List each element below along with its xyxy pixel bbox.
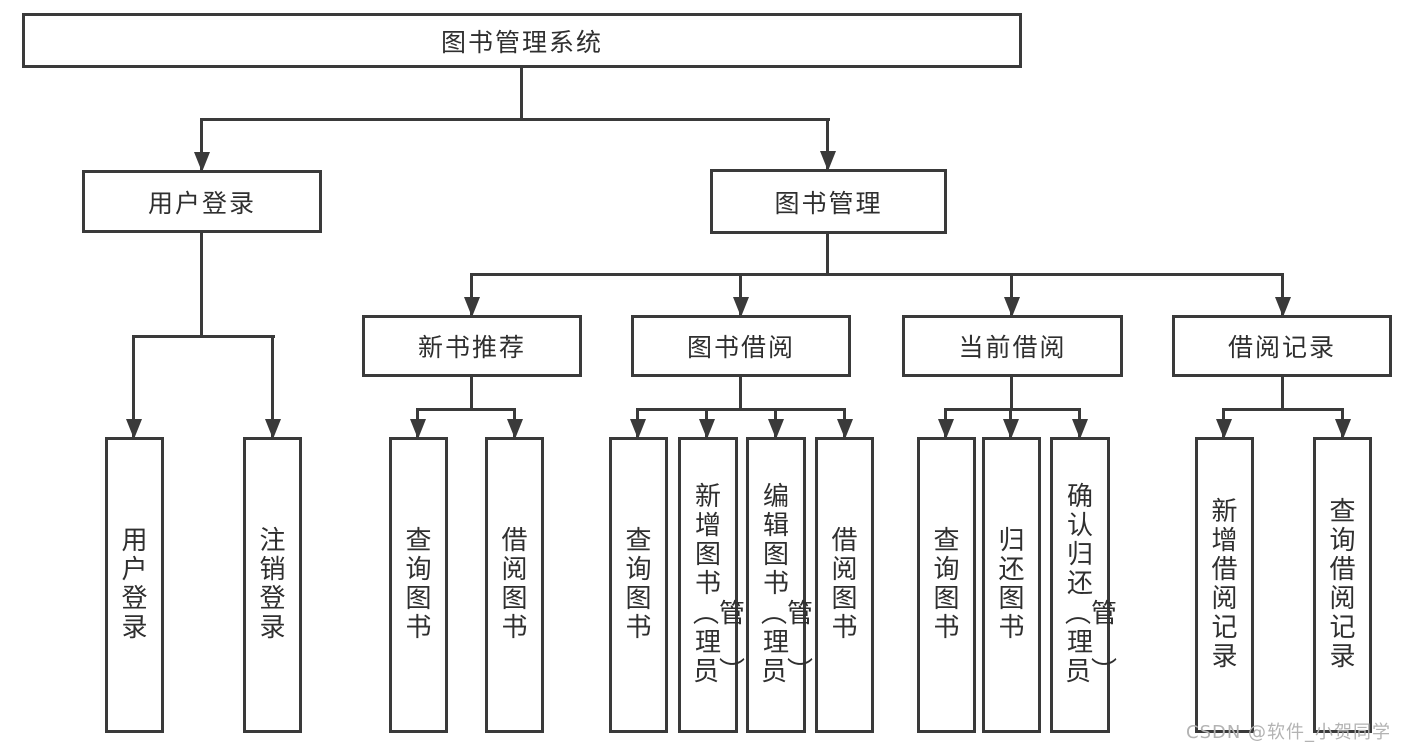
leaf-borrow-books-1: 借阅图书 (485, 437, 544, 733)
connector-arrow-confirm-return (1078, 408, 1081, 437)
leaf-add-borrow-record: 新增借阅记录 (1195, 437, 1254, 733)
connector-arrow-query-books-3 (944, 408, 947, 437)
connector-arrow-leaf-logout (271, 335, 274, 437)
node-user-login-label: 用户登录 (147, 188, 256, 218)
leaf-edit-book-label: 编辑图书︵管理员︶ (761, 482, 814, 687)
leaf-query-books-1: 查询图书 (389, 437, 448, 733)
node-new-books: 新书推荐 (362, 315, 582, 377)
leaf-confirm-return: 确认归还︵管理员︶ (1050, 437, 1118, 733)
node-borrow-history: 借阅记录 (1172, 315, 1392, 377)
leaf-query-books-2-label: 查询图书 (625, 525, 652, 644)
leaf-return-book: 归还图书 (982, 437, 1041, 733)
connector-user-login-branch (132, 335, 275, 338)
connector-root-branch (200, 118, 830, 121)
leaf-query-borrow-record-label: 查询借阅记录 (1329, 496, 1356, 673)
leaf-logout: 注销登录 (243, 437, 302, 733)
connector-arrow-return-book (1009, 408, 1012, 437)
leaf-add-book: 新增图书︵管理员︶ (678, 437, 746, 733)
leaf-edit-book: 编辑图书︵管理员︶ (746, 437, 814, 733)
connector-arrow-query-books-2 (636, 408, 639, 437)
connector-arrow-book-borrow (739, 273, 742, 315)
connector-new-books-stem (470, 377, 473, 408)
leaf-borrow-books-2-label: 借阅图书 (831, 525, 858, 644)
node-book-mgmt: 图书管理 (710, 169, 947, 234)
connector-current-borrow-branch (944, 408, 1081, 411)
connector-book-mgmt-branch (470, 273, 1284, 276)
connector-arrow-borrow-books-2 (843, 408, 846, 437)
connector-arrow-leaf-user-login (132, 335, 135, 437)
node-current-borrow-label: 当前借阅 (958, 333, 1067, 362)
connector-book-borrow-branch (636, 408, 846, 411)
node-root: 图书管理系统 (22, 13, 1022, 68)
connector-current-borrow-stem (1010, 377, 1013, 408)
connector-arrow-new-books (470, 273, 473, 315)
connector-arrow-query-borrow-record (1341, 408, 1344, 437)
leaf-user-login-label: 用户登录 (121, 525, 148, 644)
connector-arrow-add-book (705, 408, 708, 437)
node-borrow-history-label: 借阅记录 (1227, 333, 1336, 362)
leaf-user-login: 用户登录 (105, 437, 164, 733)
leaf-borrow-books-1-label: 借阅图书 (501, 525, 528, 644)
connector-arrow-user-login (200, 118, 203, 170)
node-root-label: 图书管理系统 (440, 27, 603, 57)
leaf-query-books-3: 查询图书 (917, 437, 976, 733)
leaf-query-borrow-record: 查询借阅记录 (1313, 437, 1372, 733)
connector-arrow-book-mgmt (826, 118, 829, 169)
leaf-query-books-1-label: 查询图书 (405, 525, 432, 644)
connector-user-login-stem (200, 233, 203, 335)
node-current-borrow: 当前借阅 (902, 315, 1123, 377)
leaf-query-books-3-label: 查询图书 (933, 525, 960, 644)
connector-book-borrow-stem (739, 377, 742, 408)
leaf-add-borrow-record-label: 新增借阅记录 (1211, 496, 1238, 673)
node-book-borrow: 图书借阅 (631, 315, 851, 377)
leaf-confirm-return-label: 确认归还︵管理员︶ (1065, 482, 1118, 687)
connector-new-books-branch (416, 408, 516, 411)
leaf-logout-label: 注销登录 (259, 525, 286, 644)
node-book-borrow-label: 图书借阅 (686, 333, 795, 362)
connector-borrow-history-branch (1222, 408, 1344, 411)
connector-arrow-borrow-books-1 (513, 408, 516, 437)
connector-arrow-borrow-history (1281, 273, 1284, 315)
connector-book-mgmt-stem (826, 234, 829, 273)
csdn-watermark: CSDN @软件_小贺同学 (1186, 722, 1392, 743)
node-book-mgmt-label: 图书管理 (774, 188, 883, 218)
leaf-query-books-2: 查询图书 (609, 437, 668, 733)
node-user-login: 用户登录 (82, 170, 322, 233)
connector-borrow-history-stem (1281, 377, 1284, 408)
leaf-borrow-books-2: 借阅图书 (815, 437, 874, 733)
leaf-return-book-label: 归还图书 (998, 525, 1025, 644)
connector-arrow-add-borrow-record (1222, 408, 1225, 437)
node-new-books-label: 新书推荐 (417, 333, 526, 362)
leaf-add-book-label: 新增图书︵管理员︶ (693, 482, 746, 687)
connector-arrow-query-books-1 (416, 408, 419, 437)
connector-arrow-edit-book (774, 408, 777, 437)
connector-arrow-current-borrow (1010, 273, 1013, 315)
connector-root-stem (520, 68, 523, 118)
